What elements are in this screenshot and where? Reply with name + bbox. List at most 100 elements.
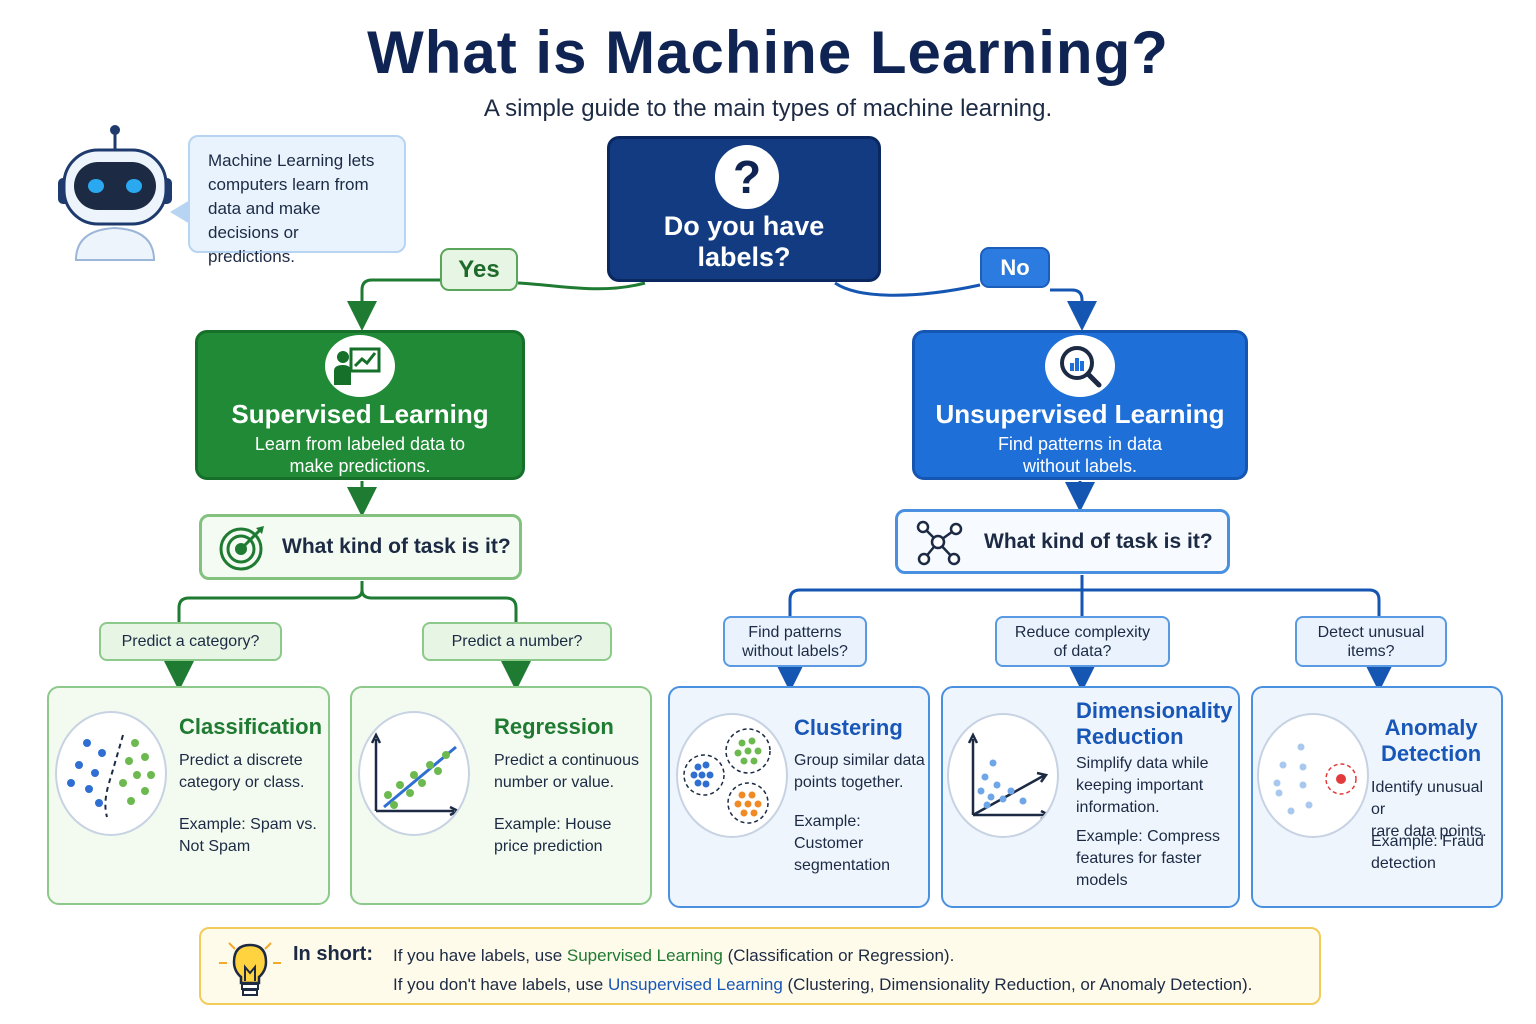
anomaly-example-line-1: Example: Fraud [1371,833,1484,850]
lightbulb-icon [219,942,281,996]
unsupervised-task-question: What kind of task is it? [895,509,1230,574]
summary-line-2: If you don't have labels, use Unsupervis… [393,975,1252,995]
prompt-category: Predict a category? [99,622,282,661]
sup-split-right [360,589,518,622]
dimensionality-desc-line-2: keeping important [1076,777,1204,794]
speech-bubble: Machine Learning lets computers learn fr… [188,135,406,266]
unsupervised-title: Unsupervised Learning [935,399,1225,429]
supervised-title: Supervised Learning [231,399,489,429]
uns-split [788,575,1084,616]
teacher-chart-icon [321,331,399,397]
clustering-description: Group similar data points together. [794,750,925,794]
regression-description: Predict a continuous number or value. [494,750,639,794]
question-icon: ? [715,145,779,209]
prompt-unusual: Detect unusual items? [1295,616,1447,667]
unsupervised-desc-line-1: Find patterns in data [997,434,1163,454]
prompt-unusual-line-1: Detect unusual [1317,623,1425,641]
dimensionality-title: Dimensionality Reduction [1076,698,1232,750]
summary-unsupervised-highlight: Unsupervised Learning [607,975,783,994]
anomaly-example: Example: Fraud detection [1371,831,1484,875]
dimensionality-reduction-card: Dimensionality Reduction Simplify data w… [941,686,1240,908]
regression-desc-line-2: number or value. [494,774,615,791]
anomaly-detection-card: Anomaly Detection Identify unusual or ra… [1251,686,1503,908]
classification-desc-line-2: category or class. [179,774,305,791]
question-box: ? Do you have labels? [607,136,881,282]
anomaly-desc-line-2: rare data points. [1371,823,1487,840]
uns-split-right [1082,588,1381,616]
supervised-desc-line-1: Learn from labeled data to [254,434,466,454]
robot-icon [52,122,174,262]
bubble-tail [170,200,190,224]
classification-title: Classification [179,714,323,739]
summary-heading: In short: [293,943,373,965]
question-line-1: Do you have [663,211,825,241]
dimensionality-description: Simplify data while keeping important in… [1076,753,1209,819]
clustering-illustration [676,713,788,838]
regression-example-line-2: price prediction [494,838,603,855]
dimensionality-desc-line-1: Simplify data while [1076,755,1209,772]
clustering-example-line-1: Example: Customer [794,813,864,852]
page-title: What is Machine Learning? [367,19,1169,86]
supervised-desc-line-2: make predictions. [289,456,431,476]
regression-example: Example: House price prediction [494,814,611,858]
anomaly-title-line-1: Anomaly [1384,715,1478,740]
anomaly-title-line-2: Detection [1381,741,1482,766]
dimensionality-desc-line-3: information. [1076,799,1160,816]
dimensionality-title-line-2: Reduction [1076,724,1184,749]
magnifier-chart-icon [1041,331,1119,397]
no-connector-down [1050,288,1097,331]
sup-split [177,581,364,622]
prompt-unusual-line-2: items? [1347,642,1395,660]
dimensionality-example-line-2: features for faster [1076,850,1202,867]
classification-desc-line-1: Predict a discrete [179,752,303,769]
supervised-task-question: What kind of task is it? [199,514,522,580]
prompt-patterns-line-2: without labels? [742,642,848,660]
summary-line-2-end: (Clustering, Dimensionality Reduction, o… [782,975,1253,994]
prompt-number: Predict a number? [422,622,612,661]
prompt-patterns-line-1: Find patterns [748,623,842,641]
clustering-example-line-2: segmentation [794,857,891,874]
dimensionality-illustration [947,713,1059,838]
summary-line-1-end: (Classification or Regression). [722,946,955,965]
clustering-card: Clustering Group similar data points tog… [668,686,930,908]
anomaly-illustration [1257,713,1369,838]
summary-box: In short: If you have labels, use Superv… [199,927,1321,1005]
summary-line-1-start: If you have labels, use [393,946,567,965]
classification-example: Example: Spam vs. Not Spam [179,814,317,858]
prompt-patterns: Find patterns without labels? [723,616,867,667]
regression-card: Regression Predict a continuous number o… [350,686,652,905]
prompt-complexity-line-1: Reduce complexity [1014,623,1151,641]
summary-line-1: If you have labels, use Supervised Learn… [393,946,954,966]
anomaly-desc-line-1: Identify unusual or [1371,779,1484,818]
supervised-learning-box: Supervised Learning Learn from labeled d… [195,330,525,480]
question-text: Do you have labels? [610,211,878,273]
target-icon [219,526,264,571]
yes-connector [517,281,646,291]
clustering-desc-line-2: points together. [794,774,904,791]
summary-line-2-start: If you don't have labels, use [393,975,608,994]
clustering-title: Clustering [794,715,903,740]
anomaly-description: Identify unusual or rare data points. [1371,777,1501,843]
unsupervised-task-text: What kind of task is it? [984,529,1213,553]
question-line-2: labels? [697,242,791,272]
classification-illustration [55,711,167,836]
anomaly-example-line-2: detection [1371,855,1436,872]
unsupervised-description: Find patterns in data without labels. [915,433,1245,477]
supervised-task-text: What kind of task is it? [282,535,511,558]
clustering-desc-line-1: Group similar data [794,752,925,769]
dimensionality-title-line-1: Dimensionality [1076,698,1233,723]
anomaly-title: Anomaly Detection [1381,715,1481,767]
no-label: No [980,247,1050,288]
network-icon [916,520,963,565]
supervised-description: Learn from labeled data to make predicti… [198,433,522,477]
regression-desc-line-1: Predict a continuous [494,752,639,769]
unsupervised-desc-line-2: without labels. [1022,456,1138,476]
dimensionality-example-line-3: models [1076,872,1128,889]
unsupervised-learning-box: Unsupervised Learning Find patterns in d… [912,330,1248,480]
no-connector [834,281,981,297]
regression-title: Regression [494,714,614,739]
classification-example-line-2: Not Spam [179,838,251,855]
regression-illustration [358,711,470,836]
yes-label: Yes [440,248,518,291]
